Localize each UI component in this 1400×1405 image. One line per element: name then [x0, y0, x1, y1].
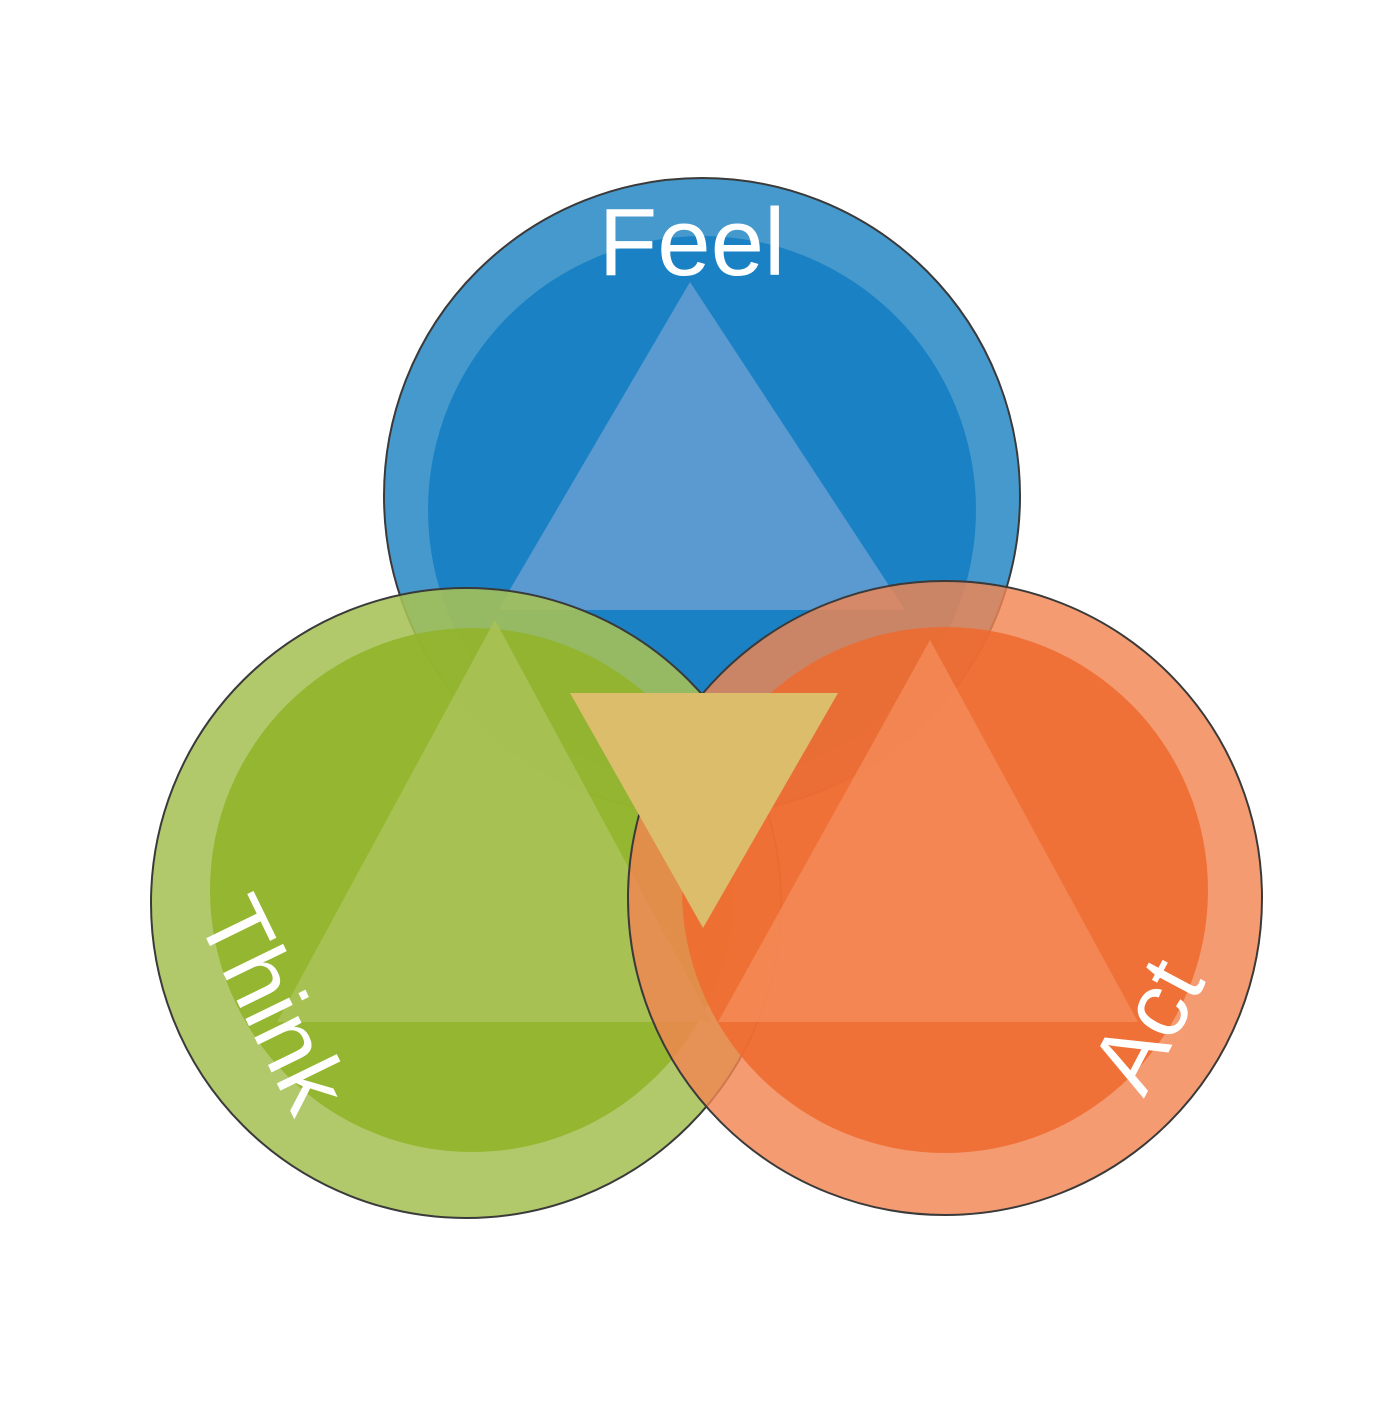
- center-triangle: [570, 693, 838, 928]
- act-triangle: [718, 640, 1138, 1022]
- feel-label: Feel: [599, 189, 786, 296]
- act-circle-group: [627, 580, 1263, 1216]
- think-triangle: [277, 620, 712, 1022]
- feel-triangle: [498, 282, 905, 610]
